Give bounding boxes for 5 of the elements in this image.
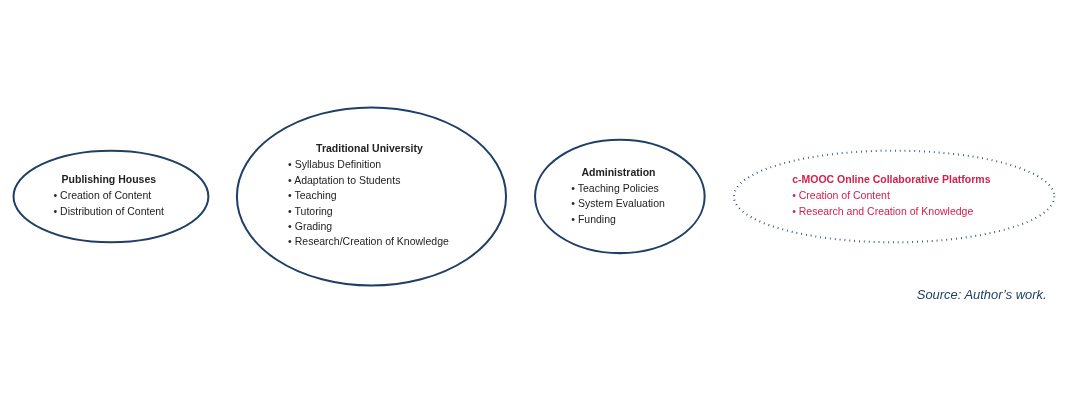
node-ellipse: Traditional University • Syllabus Definition • Adaptation to Students • Teaching • Tutoring • Grading • Research/Creation of Knowledge: [235, 106, 508, 287]
node-ellipse: Administration • Teaching Policies • System Evaluation • Funding: [534, 138, 706, 255]
node-ellipse: Publishing Houses • Creation of Content • Distribution of Content: [12, 149, 210, 244]
caption: Source: Author’s work.: [916, 286, 1047, 302]
node-ellipse: c-MOOC Online Collaborative Platforms • Creation of Content • Research and Creation of Knowledge: [732, 149, 1056, 244]
